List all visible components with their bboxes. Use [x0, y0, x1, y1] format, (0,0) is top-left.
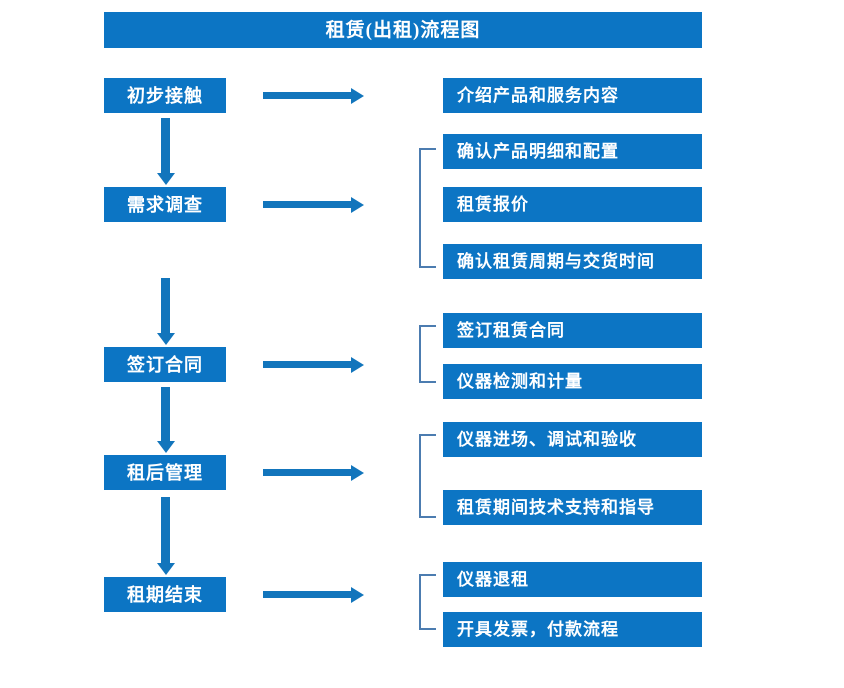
detail-box-2[interactable]: 确认产品明细和配置	[443, 134, 702, 169]
detail-box-8[interactable]: 租赁期间技术支持和指导	[443, 490, 702, 525]
stage-box-4[interactable]: 租后管理	[104, 455, 226, 490]
stage-box-2[interactable]: 需求调查	[104, 187, 226, 222]
right-arrow-icon-2	[263, 201, 352, 208]
detail-box-5[interactable]: 签订租赁合同	[443, 313, 702, 348]
down-arrow-icon-2	[161, 278, 170, 334]
down-arrow-icon-3	[161, 387, 170, 442]
group-bracket-2	[419, 325, 436, 383]
stage-box-1[interactable]: 初步接触	[104, 78, 226, 113]
group-bracket-3	[419, 434, 436, 518]
right-arrow-icon-4	[263, 469, 352, 476]
detail-box-3[interactable]: 租赁报价	[443, 187, 702, 222]
detail-box-7[interactable]: 仪器进场、调试和验收	[443, 422, 702, 457]
detail-box-9[interactable]: 仪器退租	[443, 562, 702, 597]
page-title: 租赁(出租)流程图	[104, 12, 702, 48]
right-arrow-icon-1	[263, 92, 352, 99]
detail-box-6[interactable]: 仪器检测和计量	[443, 364, 702, 399]
stage-box-5[interactable]: 租期结束	[104, 577, 226, 612]
detail-box-10[interactable]: 开具发票，付款流程	[443, 612, 702, 647]
down-arrow-icon-4	[161, 497, 170, 564]
group-bracket-4	[419, 574, 436, 630]
group-bracket-1	[419, 148, 436, 268]
right-arrow-icon-3	[263, 361, 352, 368]
down-arrow-icon-1	[161, 118, 170, 174]
detail-box-1[interactable]: 介绍产品和服务内容	[443, 78, 702, 113]
detail-box-4[interactable]: 确认租赁周期与交货时间	[443, 244, 702, 279]
stage-box-3[interactable]: 签订合同	[104, 347, 226, 382]
right-arrow-icon-5	[263, 591, 352, 598]
